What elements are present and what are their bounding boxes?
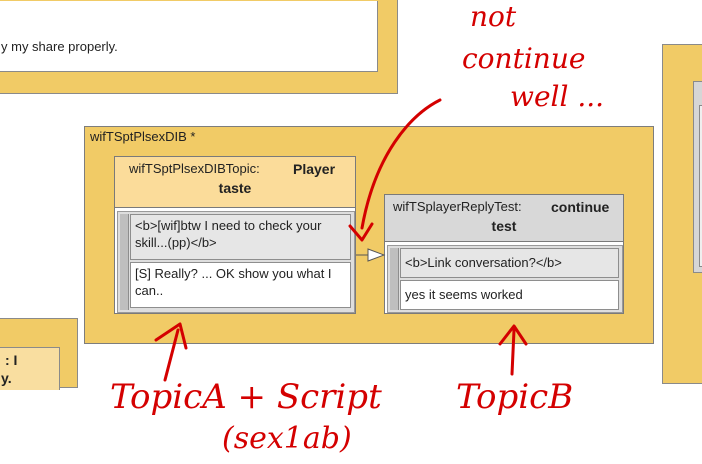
topic-card-b[interactable]: wifTSplayerReplyTest: continue test <b>L…: [384, 194, 624, 314]
topic-card-a[interactable]: wifTSptPlsexDIBTopic: Player taste <b>[w…: [114, 156, 356, 314]
topic-name: wifTSptPlsexDIBTopic:: [129, 161, 260, 176]
topic-name: wifTSplayerReplyTest:: [393, 199, 522, 214]
topic-prompt-text[interactable]: <b>[wif]btw I need to check your skill..…: [130, 214, 351, 260]
topic-drag-handle[interactable]: [120, 214, 129, 310]
background-panel-content: y my share properly.: [0, 1, 378, 72]
topic-category: test: [491, 218, 517, 234]
background-topic-body: [699, 105, 702, 267]
annotation-label-script: (sex1ab): [222, 421, 352, 456]
background-panel-top-left: y my share properly.: [0, 0, 398, 94]
topic-type: continue: [551, 199, 610, 215]
background-panel-text: y my share properly.: [1, 39, 118, 54]
background-topic-card: [693, 81, 702, 273]
topic-body: <b>Link conversation?</b> yes it seems w…: [387, 245, 623, 313]
topic-header[interactable]: wifTSplayerReplyTest: continue test: [385, 195, 623, 242]
annotation-label-topic-a: TopicA + Script: [110, 377, 382, 417]
annotation-note-line: well ...: [510, 80, 604, 113]
background-panel-bottom-left: : I y.: [0, 318, 78, 390]
topic-type: Player: [293, 161, 336, 177]
background-panel-right: [662, 44, 702, 384]
topic-header[interactable]: wifTSptPlsexDIBTopic: Player taste: [115, 157, 355, 208]
topic-body: <b>[wif]btw I need to check your skill..…: [117, 211, 355, 313]
topic-reply-text[interactable]: [S] Really? ... OK show you what I can..: [130, 262, 351, 308]
topic-prompt-text[interactable]: <b>Link conversation?</b>: [400, 248, 619, 278]
annotation-label-topic-b: TopicB: [456, 377, 573, 417]
annotation-note-line: continue: [462, 42, 585, 75]
annotation-note-line: not: [470, 0, 517, 33]
topic-category: taste: [218, 180, 252, 196]
topic-drag-handle[interactable]: [390, 248, 399, 310]
background-topic-text: : I: [5, 352, 18, 368]
group-title: wifTSptPlsexDIB *: [90, 129, 196, 144]
background-topic-text: y.: [1, 370, 12, 386]
background-topic-header: : I y.: [0, 347, 60, 390]
topic-reply-text[interactable]: yes it seems worked: [400, 280, 619, 310]
